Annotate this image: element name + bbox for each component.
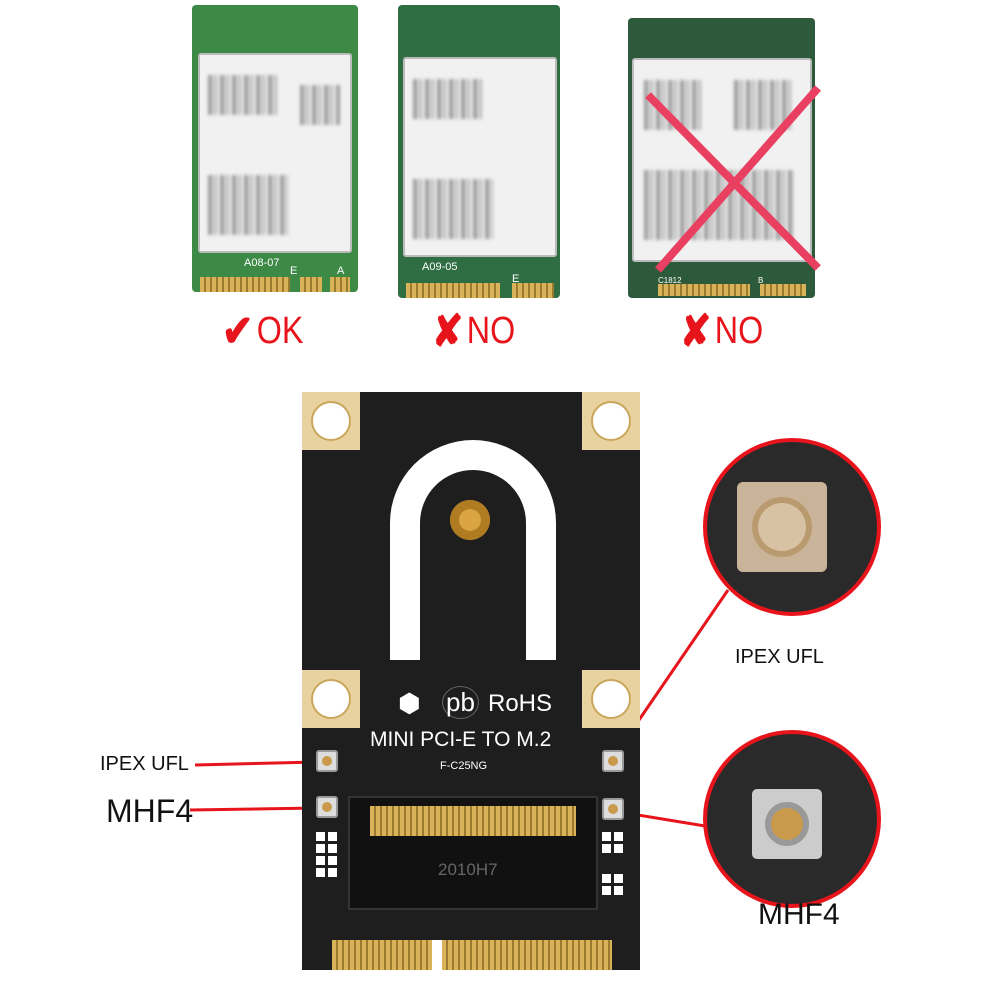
logo-icon: ⬢ — [398, 688, 421, 718]
card-code: C1812 — [658, 276, 682, 285]
key-label: A — [337, 265, 345, 277]
m2-card-no: A09-05 E — [398, 5, 560, 298]
verdict-text: NO — [466, 310, 516, 352]
key-label: E — [512, 273, 520, 285]
verdict-no: ✘NO — [432, 306, 515, 357]
board-title: MINI PCI-E TO M.2 — [370, 728, 552, 751]
card-code: A08-07 — [244, 257, 280, 269]
ipex-ufl-closeup — [703, 438, 881, 616]
x-icon: ✘ — [680, 307, 712, 356]
slot-code: 2010H7 — [438, 860, 498, 879]
ipex-ufl-label-left: IPEX UFL — [100, 753, 189, 775]
key-label: B — [758, 276, 764, 285]
card-shield — [198, 53, 352, 253]
m2-card-lte-no: C1812 B — [628, 18, 815, 298]
card-code: A09-05 — [422, 261, 458, 273]
adapter-board: ⬢ pb RoHS MINI PCI-E TO M.2 F-C25NG 2010… — [302, 392, 640, 970]
mount-screw — [450, 500, 490, 540]
x-icon: ✘ — [432, 307, 464, 356]
mhf4-label-left: MHF4 — [106, 793, 194, 829]
verdict-no: ✘NO — [680, 306, 763, 357]
board-model: F-C25NG — [440, 760, 488, 772]
m2-card-ok: A08-07 E A — [192, 5, 358, 292]
pb-mark: pb — [442, 686, 479, 719]
rohs-mark: RoHS — [488, 690, 553, 717]
check-icon: ✔ — [222, 307, 254, 356]
key-label: E — [290, 265, 298, 277]
mhf4-closeup — [703, 730, 881, 908]
mhf4-label-right: MHF4 — [758, 898, 840, 931]
m2-slot: 2010H7 — [348, 796, 598, 910]
verdict-text: OK — [256, 310, 304, 352]
ipex-ufl-label-right: IPEX UFL — [735, 646, 824, 668]
card-shield — [403, 57, 557, 257]
verdict-text: NO — [714, 310, 764, 352]
verdict-ok: ✔OK — [222, 306, 303, 357]
